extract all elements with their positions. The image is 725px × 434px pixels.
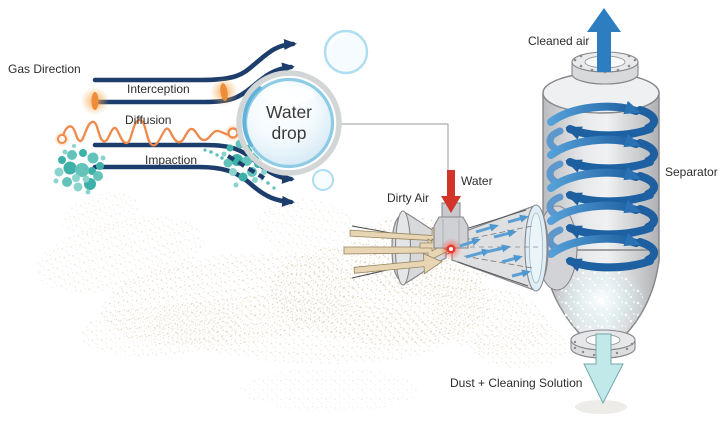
- water-drop: Water drop: [236, 70, 342, 176]
- dust-outlet-arrow: [583, 333, 624, 405]
- particle-trail: [203, 148, 276, 190]
- cleaned-air-arrow: [587, 8, 621, 72]
- diffusion-label: Diffusion: [125, 113, 171, 127]
- bubble-small: [312, 169, 334, 191]
- water-drop-label-line2: drop: [271, 123, 306, 143]
- flow-line-1: [92, 39, 297, 83]
- mist-spray: [555, 264, 647, 336]
- cleaned-air-label: Cleaned air: [528, 34, 589, 48]
- dust-solution-label: Dust + Cleaning Solution: [450, 376, 582, 390]
- water-label: Water: [461, 174, 493, 188]
- flow-line-4: [92, 164, 295, 207]
- cone-mouth-inner: [529, 212, 543, 284]
- interception-label: Interception: [127, 82, 190, 96]
- spray-arrows: [459, 214, 531, 278]
- separator-label: Separator: [665, 165, 718, 179]
- impaction-label: Impaction: [145, 153, 197, 167]
- labels: Gas Direction Interception Diffusion Imp…: [8, 34, 718, 390]
- venturi-nozzle: [343, 170, 549, 292]
- water-drop-label-line1: Water: [266, 102, 312, 122]
- gas-direction-label: Gas Direction: [8, 62, 81, 76]
- bubbles: [312, 29, 369, 191]
- vortex-spiral-arrows: [546, 100, 659, 272]
- dirty-air-arrows: [343, 226, 451, 275]
- interception-particles: [81, 78, 238, 115]
- outlet-shadow: [575, 400, 627, 414]
- bubble-large: [323, 29, 369, 75]
- dirty-air-label: Dirty Air: [387, 191, 429, 205]
- water-inlet-arrow: [441, 170, 461, 213]
- callout-line: [341, 123, 449, 170]
- impaction-cluster-left: [53, 144, 106, 195]
- injection-point: [440, 238, 462, 260]
